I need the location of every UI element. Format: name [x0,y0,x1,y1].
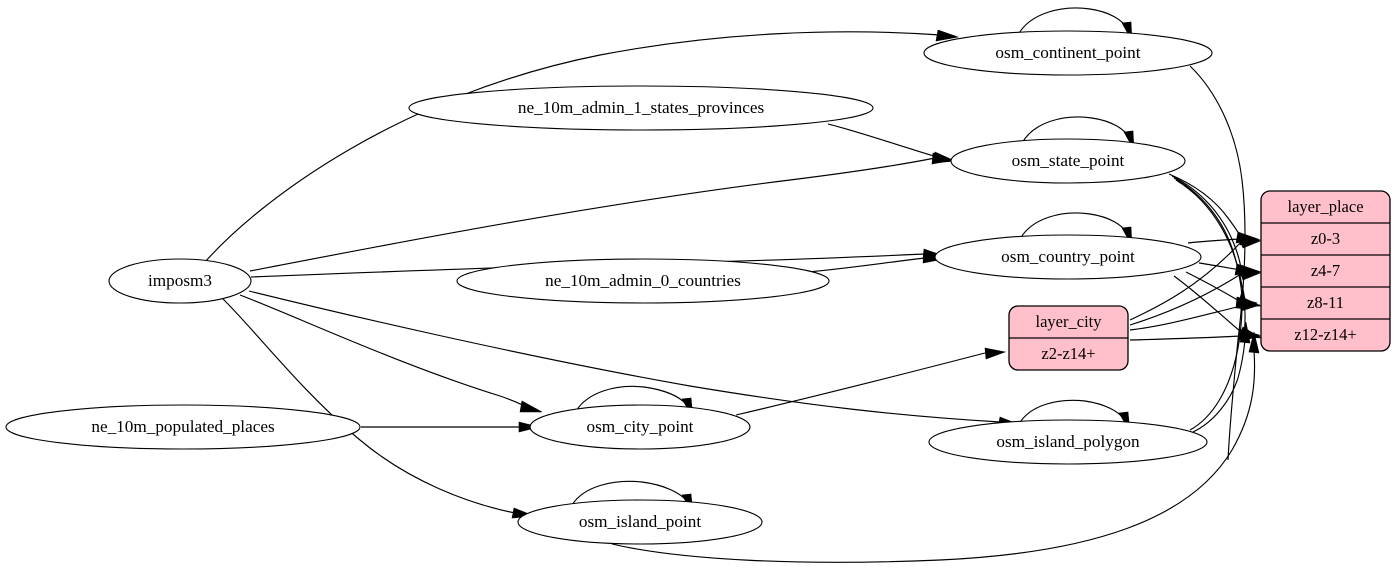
record-node-layer: layer_place z0-3 z4-7 z8-11 z12-z14+ lay… [1008,190,1391,371]
edge-osm_country_point-to-layer_place-z8-11 [1185,271,1242,303]
edge-osm_country_point-to-layer_place-z4-7 [1198,262,1242,271]
node-label-osm_state_point: osm_state_point [1012,151,1125,170]
node-osm_city_point[interactable]: osm_city_point [529,404,751,450]
node-osm_island_point[interactable]: osm_island_point [517,499,763,545]
arrowhead-icon [935,29,960,42]
record-row-layer_place-z8-11[interactable]: z8-11 [1307,293,1344,312]
node-osm_continent_point[interactable]: osm_continent_point [923,30,1213,76]
arrowhead-icon [1238,269,1262,281]
edge-osm_state_point-to-layer_place-z0-3 [1168,173,1242,238]
node-label-osm_island_polygon: osm_island_polygon [996,432,1140,451]
record-row-layer_place-z0-3[interactable]: z0-3 [1311,229,1340,248]
node-ne_10m_admin_0_countries[interactable]: ne_10m_admin_0_countries [456,258,830,304]
edge-layer_city-to-layer_place-z8-11 [1129,305,1242,331]
node-shape-ellipse [923,30,1213,76]
edge-osm_country_point-to-layer_place-z12-z14 [1173,275,1242,333]
arrowhead-icon [1239,321,1251,344]
edge-self-loop-osm_island_polygon [1018,399,1125,425]
arrowhead-icon [932,151,957,164]
edge-self-loop-osm_continent_point [1017,7,1128,36]
node-label-ne_10m_admin_0_countries: ne_10m_admin_0_countries [545,271,741,290]
node-label-ne_10m_populated_places: ne_10m_populated_places [91,417,275,436]
edge-osm_continent_point-to-layer_place-z0-3 [1189,65,1246,461]
node-label-osm_island_point: osm_island_point [579,512,701,531]
record-shape-layer_place [1260,190,1391,352]
edge-self-loop-osm_country_point [1019,212,1128,240]
record-row-layer_place-z4-7[interactable]: z4-7 [1311,261,1340,280]
edge-imposm3-to-osm_city_point [239,294,526,407]
edge-osm_island_point-to-layer_place-z12-z14 [611,349,1256,563]
edge-osm_island_polygon-to-layer_place-z8-11 [1189,305,1243,431]
edge-osm_state_point-to-layer_place-z4-7 [1171,175,1242,269]
edge-self-loop-osm_city_point [575,385,688,412]
edge-imposm3-to-osm_state_point [249,157,936,272]
arrowhead-icon [518,421,540,433]
edge-osm_state_point-to-layer_place-z12-z14 [1175,179,1246,333]
node-label-osm_continent_point: osm_continent_point [995,43,1140,62]
record-title-layer_city: layer_city [1036,312,1103,331]
arrowhead-icon [1248,331,1260,354]
arrowhead-icon [984,347,1007,360]
node-shape-ellipse [456,258,830,304]
record-node-layer_city[interactable]: layer_city z2-z14+ [1008,305,1129,371]
node-shape-ellipse [517,499,763,545]
node-osm_state_point[interactable]: osm_state_point [950,138,1186,184]
arrowhead-icon [519,400,543,413]
node-shape-ellipse [108,258,252,304]
arrowhead-icon [1238,237,1262,249]
node-shape-ellipse [408,85,874,131]
node-label-imposm3: imposm3 [148,271,212,290]
edge-imposm3-to-osm_island_point [221,297,516,514]
record-row-layer_place-z12-z14plus[interactable]: z12-z14+ [1294,325,1356,344]
node-ne_10m_admin_1_states_provinces[interactable]: ne_10m_admin_1_states_provinces [408,85,874,131]
edge-layer_city-to-layer_place-z0-3 [1129,241,1242,321]
node-ne_10m_populated_places[interactable]: ne_10m_populated_places [5,404,361,450]
edge-imposm3-to-osm_island_polygon [248,290,1001,423]
arrowhead-icon [922,252,945,264]
edge-osm_city_point-to-layer_city-z2-z14 [735,352,986,416]
node-shape-ellipse [928,419,1208,465]
edge-layer_city-to-layer_place-z12-z14 [1129,335,1242,341]
arrowhead-icon [1236,287,1248,310]
record-row-layer_city-z2-z14plus[interactable]: z2-z14+ [1041,344,1095,363]
node-osm_island_polygon[interactable]: osm_island_polygon [928,419,1208,465]
node-label-ne_10m_admin_1_states_provinces: ne_10m_admin_1_states_provinces [518,98,765,117]
edge-osm_island_polygon-to-layer_place-z12-z14 [1192,339,1246,433]
edge-ne_10m_admin_0_countries-to-osm_country_point [807,257,926,273]
node-imposm3[interactable]: imposm3 [108,258,252,304]
edge-self-loop-osm_state_point [1021,116,1130,144]
record-node-layer_place[interactable]: layer_place z0-3 z4-7 z8-11 z12-z14+ [1260,190,1391,352]
node-label-osm_city_point: osm_city_point [587,417,694,436]
node-label-osm_country_point: osm_country_point [1001,247,1135,266]
node-shape-ellipse [529,404,751,450]
node-shape-ellipse [934,234,1202,280]
edge-layer [204,7,1263,563]
record-title-layer_place: layer_place [1287,197,1363,216]
node-shape-ellipse [5,404,361,450]
node-layer: imposm3 ne_10m_admin_1_states_provinces … [5,30,1213,545]
edge-self-loop-osm_island_point [571,480,688,506]
edge-imposm3-to-osm_continent_point [204,31,941,263]
node-osm_country_point[interactable]: osm_country_point [934,234,1202,280]
edge-layer_city-to-layer_place-z4-7 [1129,273,1242,326]
node-shape-ellipse [950,138,1186,184]
edge-osm_country_point-to-layer_place-z0-3 [1187,238,1242,244]
edge-ne_10m_admin_1_states_provinces-to-osm_state_point [827,123,938,158]
